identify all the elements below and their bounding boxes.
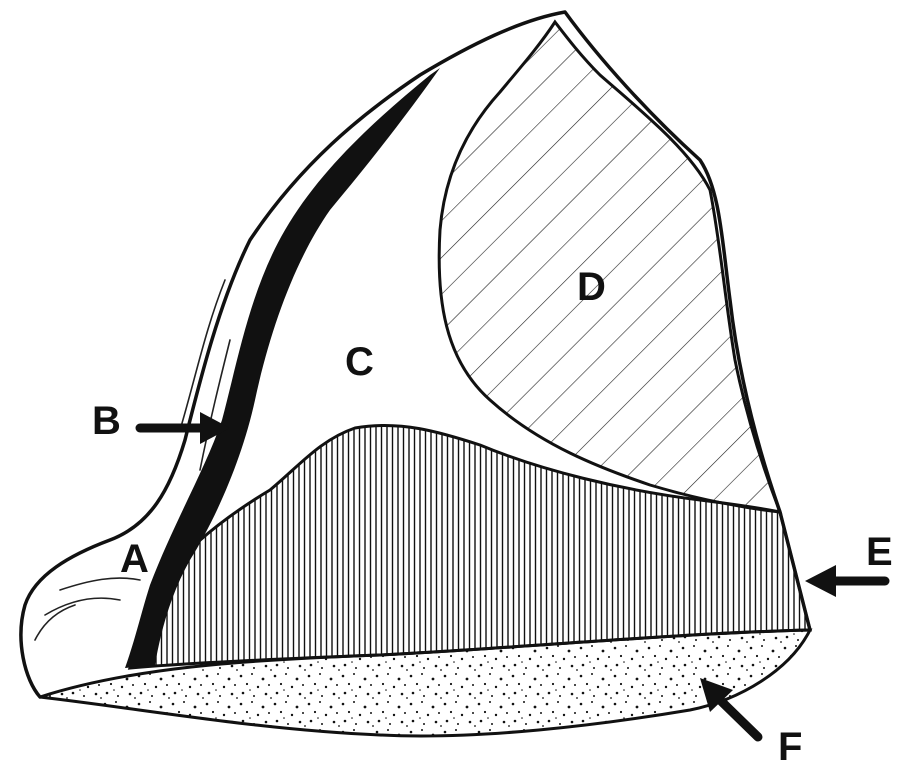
label-b: B bbox=[92, 399, 121, 443]
label-c: C bbox=[345, 340, 374, 384]
label-e: E bbox=[866, 530, 893, 574]
label-f: F bbox=[778, 725, 802, 765]
label-a: A bbox=[120, 537, 149, 581]
region-d-diagonal-hatched bbox=[439, 22, 780, 512]
label-d: D bbox=[577, 265, 606, 309]
